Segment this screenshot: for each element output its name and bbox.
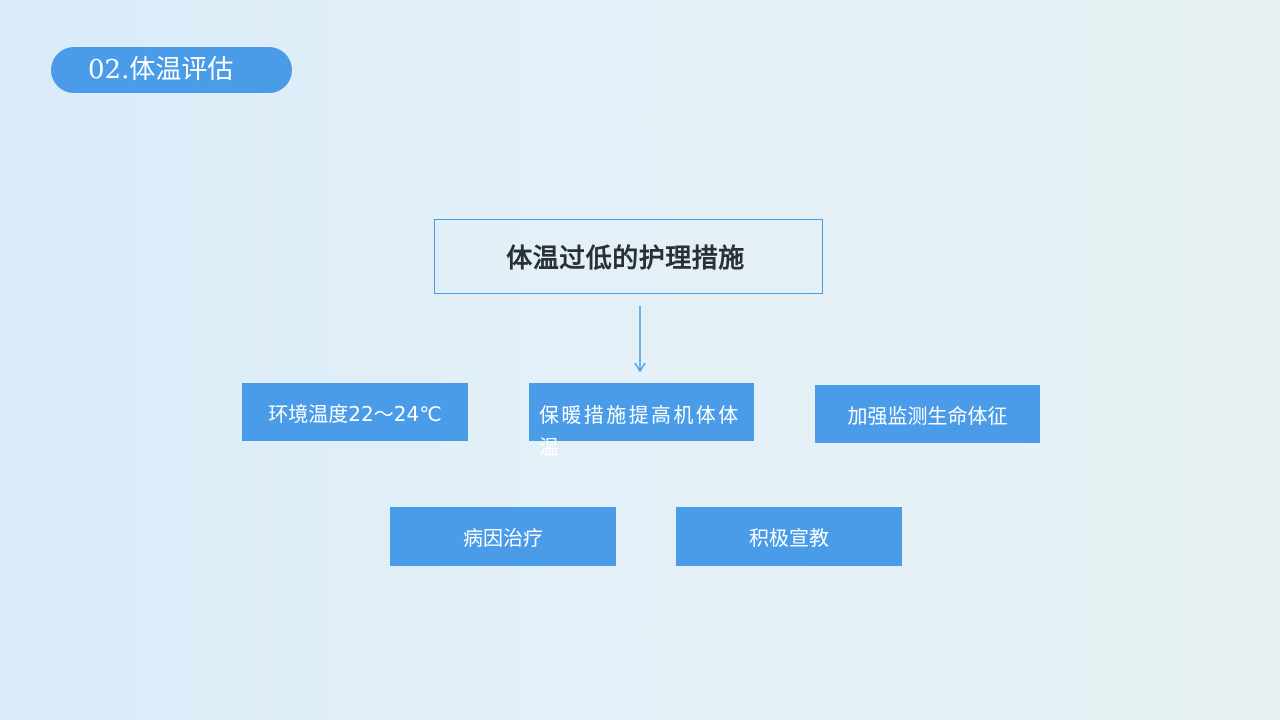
measure-node-monitoring: 加强监测生命体征 [815, 385, 1040, 443]
measure-label: 保暖措施提高机体体温 [539, 403, 741, 459]
section-badge [51, 47, 292, 93]
measure-label: 积极宣教 [749, 526, 829, 550]
down-arrow-icon [634, 306, 646, 373]
measure-node-education: 积极宣教 [676, 507, 902, 566]
measure-node-etiology: 病因治疗 [390, 507, 616, 566]
measure-label: 加强监测生命体征 [847, 403, 1008, 428]
measure-node-environment: 环境温度22～24℃ [242, 383, 468, 441]
measure-label: 环境温度22～24℃ [268, 401, 442, 426]
measure-node-warming: 保暖措施提高机体体温 [529, 383, 754, 459]
section-title: 02.体温评估 [88, 55, 234, 85]
root-node-label: 体温过低的护理措施 [506, 244, 745, 274]
measure-label: 病因治疗 [463, 526, 543, 550]
root-node: 体温过低的护理措施 [434, 219, 823, 294]
